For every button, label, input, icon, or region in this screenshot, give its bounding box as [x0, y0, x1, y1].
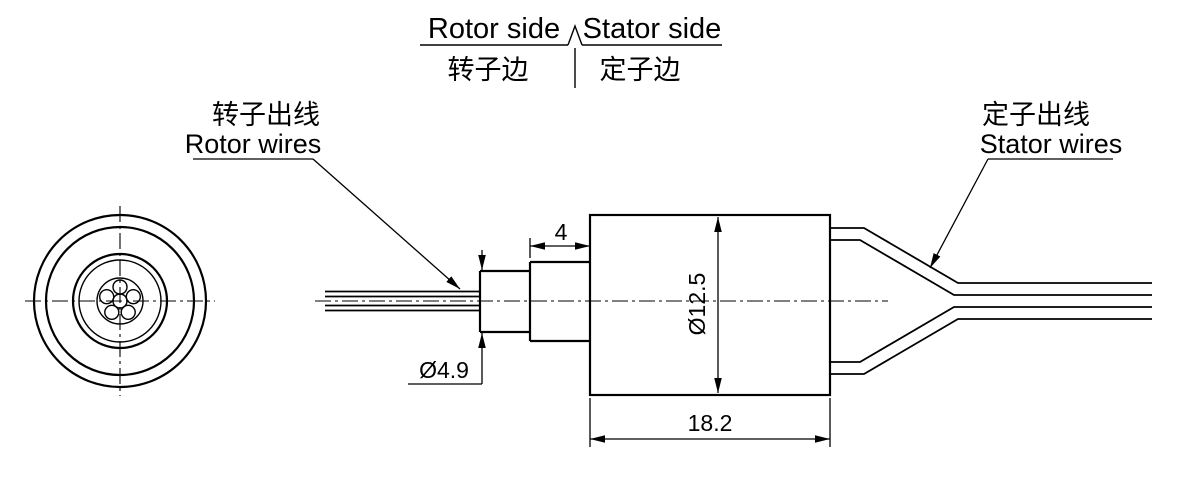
stator-wires-label-zh: 定子出线 — [982, 100, 1090, 130]
rotor-wires-callout: 转子出线 Rotor wires — [185, 100, 461, 290]
flange-circle-inner — [78, 259, 162, 343]
dimension-body-diameter: Ø12.5 — [684, 217, 722, 393]
rotor-wires-label-en: Rotor wires — [185, 129, 322, 159]
body-length-value: 18.2 — [688, 410, 733, 436]
stator-side-label-zh: 定子边 — [600, 55, 681, 85]
stator-wires-lines — [830, 227, 1152, 375]
shaft-diameter-value: Ø4.9 — [419, 357, 469, 383]
body-diameter-value: Ø12.5 — [684, 273, 710, 336]
dimension-step-length: 4 — [529, 219, 590, 258]
side-view — [315, 213, 1152, 397]
step-length-value: 4 — [555, 219, 568, 245]
stator-wires-leader — [929, 158, 989, 269]
stator-side-label: Stator side — [583, 13, 722, 45]
side-divider: Rotor side Stator side 转子边 定子边 — [420, 13, 722, 88]
inner-housing-circle — [44, 225, 196, 377]
stator-wires-callout: 定子出线 Stator wires — [929, 100, 1123, 269]
flange-circle-outer — [71, 252, 169, 350]
dimension-body-length: 18.2 — [589, 398, 831, 447]
divider-peak-icon — [567, 23, 583, 46]
rotor-wires-lines — [325, 290, 479, 312]
body-outline — [588, 213, 832, 397]
rotor-side-label: Rotor side — [428, 13, 560, 45]
wire-bundle-circles — [98, 279, 142, 320]
rotor-wires-label-zh: 转子出线 — [212, 100, 320, 130]
rotor-wires-leader — [312, 158, 461, 290]
outer-housing-circle — [32, 213, 208, 389]
front-view — [25, 206, 215, 396]
collar-outline — [528, 260, 590, 343]
shaft-outline — [478, 269, 530, 334]
rotor-side-label-zh: 转子边 — [448, 55, 529, 85]
stator-wires-label-en: Stator wires — [980, 129, 1123, 159]
bore-circle — [96, 277, 144, 325]
dimension-shaft-diameter: Ø4.9 — [408, 250, 486, 385]
